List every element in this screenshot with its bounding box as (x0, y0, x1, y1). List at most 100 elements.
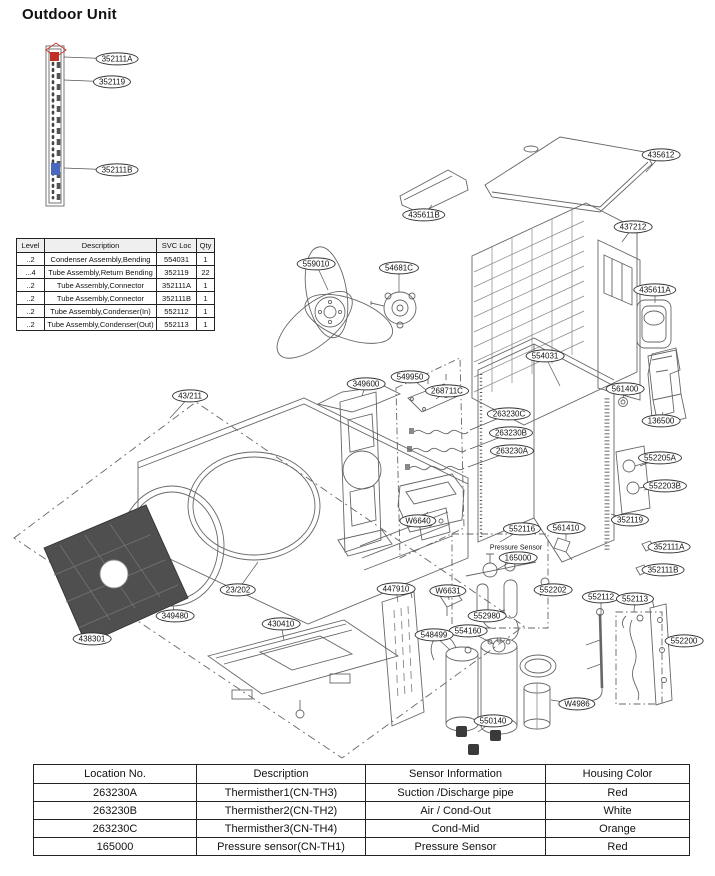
part-callout: 23/202 (219, 583, 257, 597)
cell-level: ..2 (16, 278, 45, 292)
cell-svc-loc: 352119 (156, 265, 197, 279)
part-callout: 554160 (448, 624, 488, 638)
cell-svc-loc: 552112 (156, 304, 197, 318)
cell-description: Tube Assembly,Connector (44, 278, 157, 292)
column-header-description: Description (196, 764, 366, 784)
part-callout: 561400 (605, 382, 645, 396)
parts-table-row: ..2 Tube Assembly,Connector 352111A 1 (16, 278, 215, 292)
pressure-sensor-box-art (451, 533, 573, 641)
cell-housing-color: Orange (545, 819, 690, 838)
cell-level: ..2 (16, 252, 45, 266)
cell-level: ...4 (16, 265, 45, 279)
pressure-sensor-annotation: Pressure Sensor (488, 544, 544, 552)
part-callout: 352111B (95, 163, 139, 177)
drain-pan-art (397, 473, 465, 541)
cell-sensor-info: Cond-Mid (365, 819, 546, 838)
tube-header-inset-art (45, 42, 67, 207)
parts-table-row: ..2 Tube Assembly,Condenser(In) 552112 1 (16, 304, 215, 318)
part-callout: 263230B (488, 426, 534, 440)
motor-mount-art (316, 385, 402, 557)
column-header-svc-loc: SVC Loc (156, 238, 197, 253)
top-cover-art (484, 136, 653, 213)
part-callout: 437212 (613, 220, 653, 234)
cell-qty: 1 (196, 278, 215, 292)
part-callout: 552203B (642, 479, 688, 493)
page-title: Outdoor Unit (22, 6, 117, 23)
part-callout: 548499 (414, 628, 454, 642)
cell-svc-loc: 352111B (156, 291, 197, 305)
cell-qty: 1 (196, 252, 215, 266)
cell-qty: 1 (196, 317, 215, 331)
cell-location: 165000 (33, 837, 197, 856)
part-callout: 435612 (641, 148, 681, 162)
parts-table-row: ..2 Condenser Assembly,Bending 554031 1 (16, 252, 215, 266)
cell-description: Tube Assembly,Return Bending (44, 265, 157, 279)
part-callout: 136500 (641, 414, 681, 428)
part-callout: 352111A (95, 52, 139, 66)
cell-description: Condenser Assembly,Bending (44, 252, 157, 266)
cell-housing-color: White (545, 801, 690, 820)
cell-location: 263230A (33, 783, 197, 802)
column-header-qty: Qty (196, 238, 215, 253)
cell-description: Tube Assembly,Condenser(Out) (44, 317, 157, 331)
part-callout: 552116 (502, 522, 542, 536)
sensor-table-row: 263230A Thermisther1(CN-TH3) Suction /Di… (33, 783, 690, 802)
part-callout: 430410 (261, 617, 301, 631)
sensor-table: Location No. Description Sensor Informat… (33, 764, 690, 856)
cell-svc-loc: 552113 (156, 317, 197, 331)
cell-sensor-info: Suction /Discharge pipe (365, 783, 546, 802)
parts-table-row: ..2 Tube Assembly,Condenser(Out) 552113 … (16, 317, 215, 331)
rubber-feet-art (456, 726, 501, 755)
accumulator-art (519, 654, 557, 730)
part-callout: 349600 (346, 377, 386, 391)
column-header-location: Location No. (33, 764, 197, 784)
part-callout: W4986 (558, 697, 596, 711)
column-header-level: Level (16, 238, 45, 253)
front-grille-art (43, 504, 189, 645)
part-callout: 352111B (641, 563, 685, 577)
part-callout: W6631 (429, 584, 467, 598)
part-callout: 549950 (390, 370, 430, 384)
cell-level: ..2 (16, 304, 45, 318)
cell-location: 263230B (33, 801, 197, 820)
cell-housing-color: Red (545, 783, 690, 802)
part-callout: 438301 (72, 632, 112, 646)
fan-motor-art (370, 291, 417, 329)
parts-table-header-row: Level Description SVC Loc Qty (16, 238, 215, 253)
cell-sensor-info: Pressure Sensor (365, 837, 546, 856)
part-callout: W6640 (399, 514, 437, 528)
leader-lines (63, 56, 685, 733)
part-callout: 165000 (498, 551, 538, 565)
cell-housing-color: Red (545, 837, 690, 856)
cell-description: Tube Assembly,Condenser(In) (44, 304, 157, 318)
part-callout: 352119 (610, 513, 650, 527)
cell-description: Pressure sensor(CN-TH1) (196, 837, 366, 856)
column-header-description: Description (44, 238, 157, 253)
cell-location: 263230C (33, 819, 197, 838)
part-callout: 561410 (546, 521, 586, 535)
part-callout: 552202 (533, 583, 573, 597)
top-panel-art (399, 169, 469, 214)
cell-qty: 1 (196, 291, 215, 305)
part-callout: 349480 (155, 609, 195, 623)
part-callout: 43/211 (172, 389, 208, 403)
part-callout: 552980 (467, 609, 507, 623)
cell-description: Thermisther3(CN-TH4) (196, 819, 366, 838)
column-header-housing-color: Housing Color (545, 764, 690, 784)
part-callout: 54681C (378, 261, 420, 275)
cell-qty: 1 (196, 304, 215, 318)
cell-svc-loc: 554031 (156, 252, 197, 266)
part-callout: 263230C (486, 407, 532, 421)
fan-art (276, 246, 394, 359)
cell-qty: 22 (196, 265, 215, 279)
part-callout: 447910 (376, 582, 416, 596)
part-callout: 435611B (402, 208, 446, 222)
part-callout: 554031 (525, 349, 565, 363)
sensor-table-row: 263230B Thermisther2(CN-TH2) Air / Cond-… (33, 801, 690, 820)
cell-description: Tube Assembly,Connector (44, 291, 157, 305)
part-callout: 352111A (647, 540, 691, 554)
part-callout: 435611A (633, 283, 677, 297)
part-callout: 263230A (489, 444, 535, 458)
